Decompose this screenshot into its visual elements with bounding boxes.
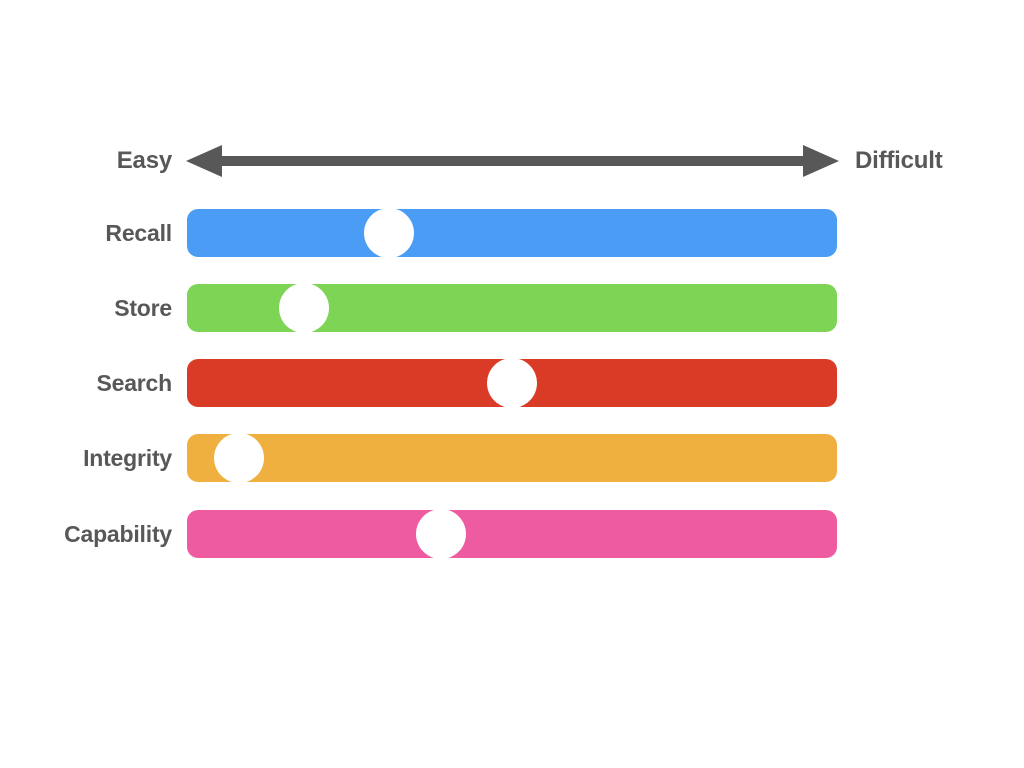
slider-row-label: Integrity [83,445,172,471]
slider-track[interactable] [187,509,837,559]
slider-row-capability: Capability [0,509,1024,559]
slider-row-recall: Recall [0,208,1024,258]
slider-knob[interactable] [487,358,537,408]
slider-track[interactable] [187,358,837,408]
slider-row-integrity: Integrity [0,433,1024,483]
slider-row-label: Store [114,295,172,321]
difficulty-axis-row: Easy Difficult [0,138,1024,184]
slider-knob[interactable] [214,433,264,483]
axis-label-difficult: Difficult [855,147,943,174]
slider-row-label: Capability [64,521,172,547]
double-headed-arrow-icon [186,145,839,177]
slider-knob[interactable] [415,509,466,559]
axis-label-easy: Easy [116,147,172,174]
slider-track[interactable] [187,433,837,483]
slider-track[interactable] [187,283,837,333]
slider-knob[interactable] [363,208,414,258]
slider-row-label: Recall [105,220,172,246]
slider-row-store: Store [0,283,1024,333]
slider-row-search: Search [0,358,1024,408]
slider-knob[interactable] [279,283,329,333]
slider-track[interactable] [187,208,837,258]
slider-row-label: Search [96,370,172,396]
